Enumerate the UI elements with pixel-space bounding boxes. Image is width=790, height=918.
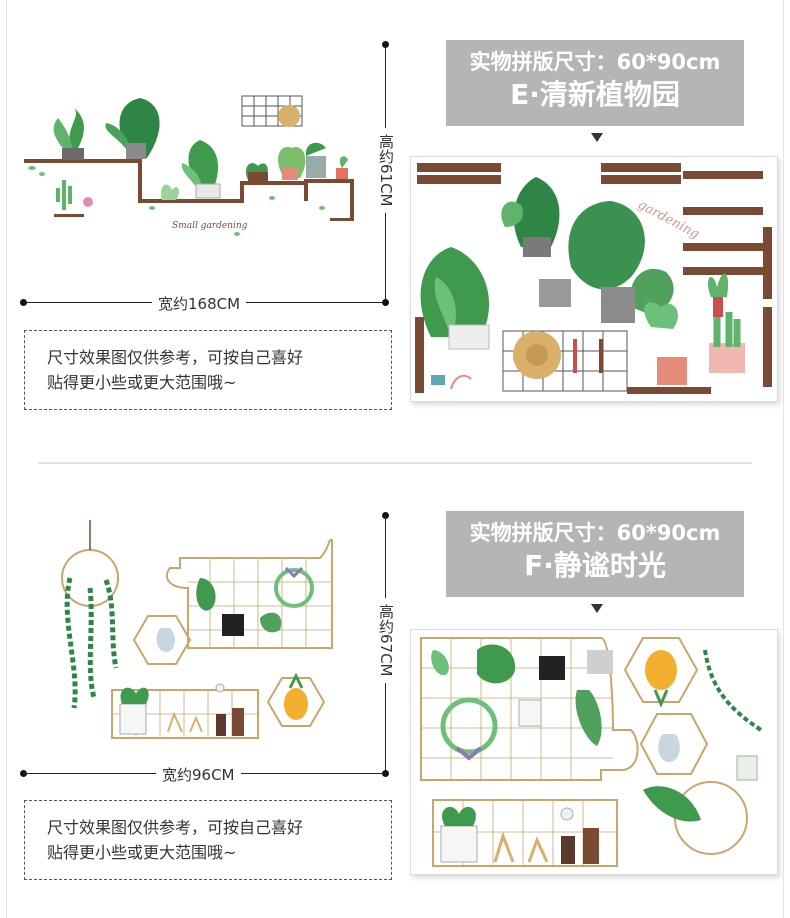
height-dim-top-dot [382,41,389,48]
wood-planks [415,163,772,394]
pineapple [284,688,308,720]
width-dim-left-dot-f [20,770,27,777]
height-label-f: 高约67CM [376,598,397,683]
arrow-down-icon [591,133,603,142]
product-name-f: F·静谧时光 [524,549,666,582]
pineapple-sheet [645,650,677,690]
sheet-size-title: 实物拼版尺寸：60*90cm [469,50,721,74]
sticker-sheet-art-f [420,637,763,867]
sticker-sheet-preview-f [410,629,778,875]
product-name: E·清新植物园 [510,78,680,111]
falling-leaves [28,166,325,236]
shelf-outline [24,159,354,221]
monstera-leaf [477,644,516,684]
note-line-1-f: 尺寸效果图仅供参考，可按自己喜好 [47,818,304,837]
tin-pot [539,279,571,307]
title-banner-f: 实物拼版尺寸：60*90cm F·静谧时光 [446,511,744,597]
note-line-2: 贴得更小些或更大范围哦~ [47,373,237,392]
left-page-rule [6,0,7,918]
sticker-sheet-preview: gardening [410,156,778,402]
width-dim-left-dot [20,299,27,306]
cactus [707,273,729,297]
hanging-vine [64,577,119,709]
sticker-sheet-art: gardening [415,163,772,394]
note-line-1: 尺寸效果图仅供参考，可按自己喜好 [47,348,304,367]
pink-pot [657,357,687,385]
deer-figures [167,711,203,733]
photo-frame [222,614,244,636]
straw-hat [278,105,300,127]
monstera [568,201,645,290]
plants [53,98,348,210]
height-dim-top-dot-f [382,512,389,519]
right-page-rule [783,0,784,918]
title-banner: 实物拼版尺寸：60*90cm E·清新植物园 [446,40,744,126]
sheet-script-text: gardening [635,197,702,242]
sheet-size-title-f: 实物拼版尺寸：60*90cm [469,521,721,545]
size-note-box: 尺寸效果图仅供参考，可按自己喜好 贴得更小些或更大范围哦~ [24,330,392,410]
width-label: 宽约168CM [152,293,247,314]
wreath-sheet [440,697,498,755]
arrow-down-icon-f [591,604,603,613]
width-label-f: 宽约96CM [156,764,241,785]
size-note-box-f: 尺寸效果图仅供参考，可按自己喜好 贴得更小些或更大范围哦~ [24,800,392,880]
note-line-2-f: 贴得更小些或更大范围哦~ [47,843,237,862]
glass-horse [156,628,175,652]
section-divider [38,462,752,464]
wreath [274,568,314,608]
height-label: 高约61CM [376,128,397,213]
scene-script-text: Small gardening [172,221,248,231]
wall-scene-illustration: Small gardening [24,95,354,236]
palm-plant [513,177,560,247]
wall-scene-illustration-f [61,520,333,739]
large-plant [420,247,490,337]
